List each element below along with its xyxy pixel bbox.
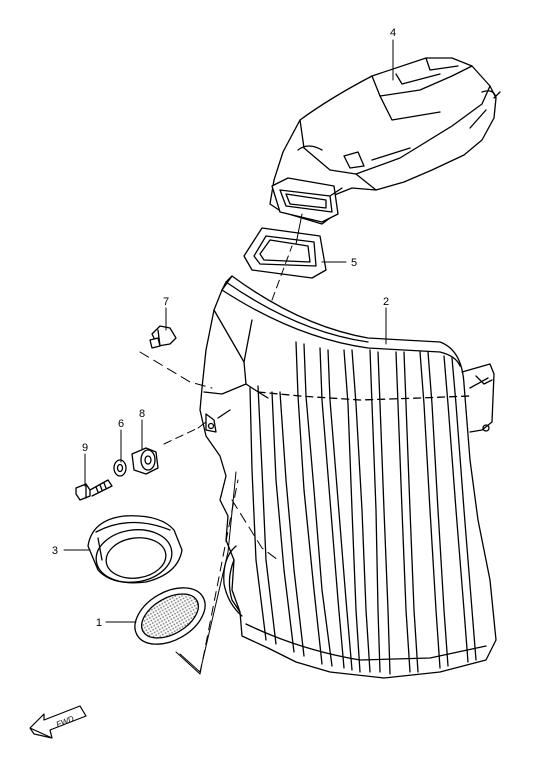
callout-1: 1: [96, 617, 102, 629]
callout-8: 8: [139, 408, 145, 420]
callout-9: 9: [82, 442, 88, 454]
callout-6: 6: [118, 418, 124, 430]
washer: [113, 459, 127, 477]
upper-intake-duct: [269, 57, 501, 225]
callout-7: 7: [163, 296, 169, 308]
callout-2: 2: [383, 296, 389, 308]
leader-lines: [63, 39, 394, 623]
callout-3: 3: [52, 545, 58, 557]
callout-4: 4: [390, 27, 396, 39]
bolt: [75, 479, 113, 501]
grommet: [149, 325, 177, 349]
forward-arrow-icon: FWD: [29, 705, 87, 739]
duct-seal: [243, 227, 327, 279]
duct-ring: [87, 515, 183, 584]
callout-labels: 4 5 2 7 6 8 9 3 1: [52, 27, 396, 629]
mesh-screen: [134, 587, 206, 645]
collar: [131, 447, 159, 475]
callout-5: 5: [351, 257, 357, 269]
air-cleaner-case: [199, 275, 497, 679]
assembly-lines: [139, 213, 303, 675]
